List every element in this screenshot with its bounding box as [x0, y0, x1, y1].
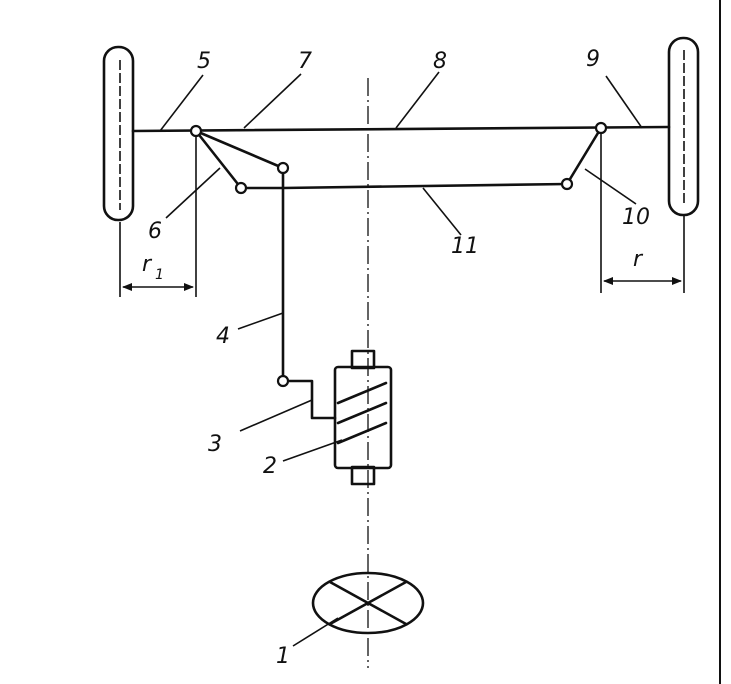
- steering-wheel: [311, 571, 425, 635]
- label-10: 10: [622, 205, 650, 230]
- pivot-left-kingpin: [189, 124, 203, 138]
- label-9: 9: [586, 47, 600, 72]
- pitman-arm: [281, 379, 337, 420]
- dimension-r: [600, 133, 685, 293]
- right-wheel: [667, 36, 700, 217]
- label-6: 6: [148, 219, 162, 244]
- label-5: 5: [197, 49, 211, 74]
- label-2: 2: [263, 454, 277, 479]
- pivot-drag-link-upper: [276, 161, 290, 175]
- page-right-border: [719, 0, 721, 684]
- label-r1: r: [142, 252, 153, 277]
- label-r: r: [633, 247, 644, 272]
- left-wheel: [102, 45, 135, 222]
- pivot-right-kingpin: [594, 121, 608, 135]
- pivot-right-tie-rod: [560, 177, 574, 191]
- label-8: 8: [433, 49, 447, 74]
- label-7: 7: [298, 49, 312, 74]
- right-steering-arm: [565, 126, 603, 186]
- left-steering-knuckle: [194, 129, 285, 190]
- tie-rod: [239, 182, 569, 190]
- pivot-drag-link-lower: [276, 374, 290, 388]
- label-3: 3: [208, 432, 222, 457]
- label-4: 4: [216, 324, 230, 349]
- label-r1-subscript: 1: [155, 267, 164, 283]
- steering-gearbox: [333, 349, 393, 486]
- dimension-r1: [119, 136, 197, 297]
- front-axle-beam: [131, 125, 671, 133]
- label-1: 1: [276, 644, 290, 669]
- leader-lines: [159, 71, 643, 647]
- label-11: 11: [451, 234, 479, 259]
- pivot-left-tie-rod: [234, 181, 248, 195]
